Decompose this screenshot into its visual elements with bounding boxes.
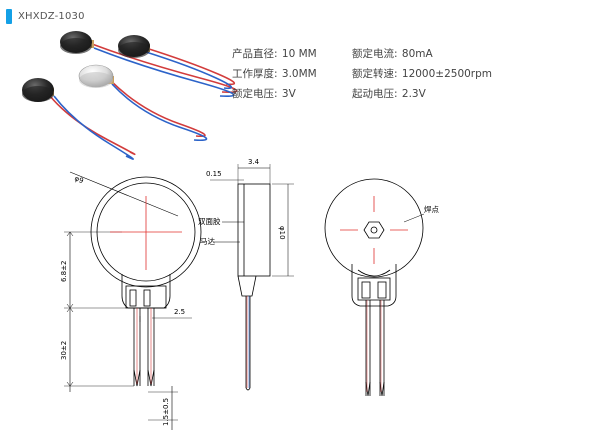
model-name: XHXDZ-1030 (18, 10, 85, 22)
label-motor: 马达 (200, 236, 215, 246)
spec-start-voltage: 起动电压: 2.3V (352, 88, 426, 100)
dim-body: 6.8±2 (60, 261, 68, 282)
spec-thickness: 工作厚度: 3.0MM (232, 68, 317, 80)
dim-lead-offset: 0.15 (206, 170, 222, 178)
spec-voltage: 额定电压: 3V (232, 88, 296, 100)
dim-wire: 30±2 (60, 341, 68, 360)
label-solder: 焊点 (424, 204, 439, 214)
spec-diameter: 产品直径: 10 MM (232, 48, 317, 60)
brand: XHXDZ-1030 (6, 8, 85, 24)
dim-height: φ10 (278, 226, 286, 240)
dim-spacing: 2.5 (174, 308, 185, 316)
label-tape: 双面胶 (198, 216, 221, 226)
side-view-body (237, 183, 271, 277)
brand-mark-icon (6, 8, 12, 24)
dim-tip: 1.5±0.5 (162, 398, 170, 426)
dim-top-width: 3.4 (248, 158, 260, 166)
spec-current: 额定电流: 80mA (352, 48, 433, 60)
dim-diameter: φ9 (73, 174, 84, 185)
spec-speed: 额定转速: 12000±2500rpm (352, 68, 493, 80)
back-view-outer (324, 178, 424, 278)
